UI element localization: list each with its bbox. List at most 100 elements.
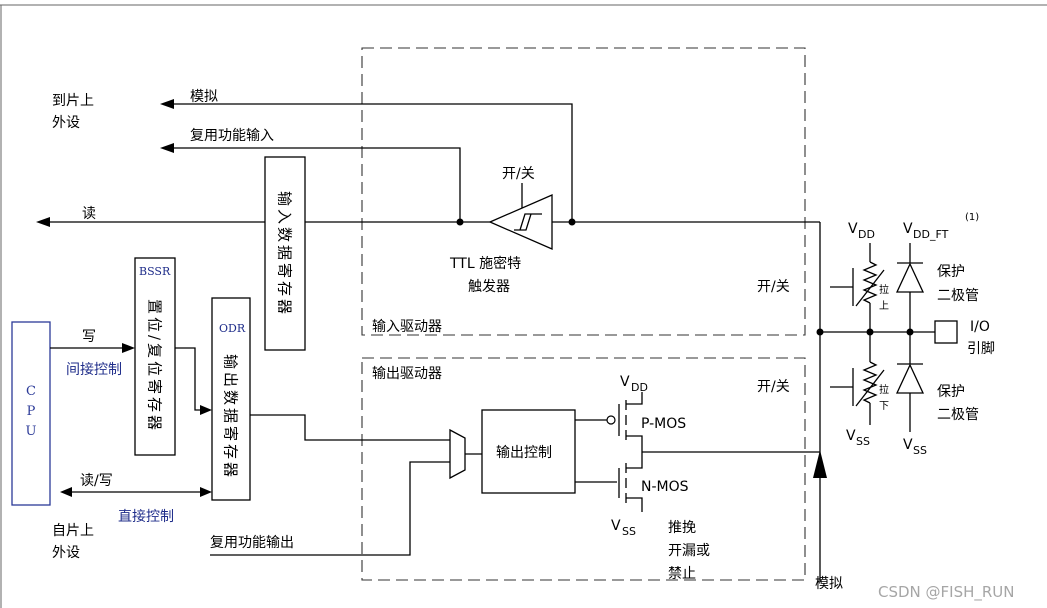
direct-control-label: 直接控制 <box>118 508 174 525</box>
to-peripheral-label-line1: 到片上 <box>52 93 94 109</box>
indirect-control-label: 间接控制 <box>66 361 122 378</box>
bssr-to-odr-path <box>175 347 202 411</box>
schmitt-trigger-label-line2: 触发器 <box>468 279 510 295</box>
cpu-label-box: CPU <box>12 322 50 505</box>
pullup-switch-label: 开/关 <box>757 279 790 295</box>
pmos-vdd-subscript: DD <box>631 381 648 394</box>
nmos-vss-subscript: SS <box>622 525 636 538</box>
odr-to-mux-path <box>250 414 450 441</box>
nmos-vss-symbol: V <box>611 518 621 534</box>
nmos-drain-line <box>626 452 643 469</box>
pulldown-switch-diagonal <box>855 369 885 407</box>
to-peripheral-label-line2: 外设 <box>52 115 80 131</box>
hysteresis-icon <box>514 213 542 231</box>
schmitt-trigger-label-line1: TTL 施密特 <box>449 255 521 272</box>
odr-register-label: 输出数据寄存器 <box>221 354 240 481</box>
bottom-diode-triangle <box>895 363 925 394</box>
top-diode-triangle <box>895 262 925 293</box>
pin-vdd-subscript: DD <box>858 228 875 241</box>
output-control-block <box>481 409 576 494</box>
junction-dot-analog <box>568 218 576 226</box>
pulldown-vss-symbol: V <box>846 428 856 444</box>
output-mux <box>449 428 466 480</box>
alt-function-input-arrowhead <box>160 143 174 153</box>
read-label: 读 <box>82 205 96 222</box>
bssr-to-odr-arrowhead <box>200 405 212 415</box>
odr-title: ODR <box>219 322 246 335</box>
pulldown-vss-subscript: SS <box>856 435 870 448</box>
diode-vss-symbol: V <box>903 437 913 453</box>
pullup-resistor <box>862 261 878 304</box>
output-driver-label: 输出驱动器 <box>372 366 442 382</box>
bottom-diode-label-line2: 二极管 <box>937 407 979 423</box>
io-pin-pad <box>934 320 958 344</box>
read-arrowhead <box>36 217 50 227</box>
input-driver-boundary <box>361 47 806 336</box>
pmos-label: P-MOS <box>641 416 686 432</box>
analog-output-label: 模拟 <box>815 576 843 592</box>
read-write-label: 读/写 <box>80 472 113 489</box>
pin-node-dot <box>816 328 824 336</box>
odr-register-label-box: 输出数据寄存器 <box>212 340 250 495</box>
vdd-ft-subscript: DD_FT <box>913 228 949 241</box>
top-diode-label-line1: 保护 <box>937 264 965 280</box>
alt-function-input-path <box>172 147 461 222</box>
analog-input-path <box>172 103 573 222</box>
output-control-label: 输出控制 <box>496 445 552 461</box>
input-data-register-label-box: 输入数据寄存器 <box>265 165 305 343</box>
pulldown-switch-label: 开/关 <box>757 379 790 395</box>
output-mode-line1: 推挽 <box>668 520 696 536</box>
input-data-register-label: 输入数据寄存器 <box>275 190 294 317</box>
analog-input-arrowhead <box>160 99 174 109</box>
output-driver-boundary <box>361 357 806 581</box>
alt-function-output-path <box>210 461 450 556</box>
pmos-drain-line <box>626 435 643 452</box>
odr-register-block <box>211 297 251 501</box>
analog-bottom-arrowhead <box>813 450 827 478</box>
bssr-register-block <box>134 257 176 456</box>
bssr-title: BSSR <box>139 265 171 278</box>
io-pin-label-line2: 引脚 <box>967 341 995 357</box>
pullup-switch-diagonal <box>855 269 885 307</box>
pin-vdd-symbol: V <box>848 221 858 237</box>
read-write-right-arrowhead <box>200 487 212 497</box>
pulldown-resistor <box>862 361 878 404</box>
schmitt-trigger <box>488 194 553 250</box>
write-label: 写 <box>82 329 96 345</box>
output-mode-line2: 开漏或 <box>668 543 710 559</box>
watermark: CSDN @FISH_RUN <box>878 583 1015 602</box>
pmos-inversion-bubble <box>606 415 616 425</box>
top-diode-label-line2: 二极管 <box>937 288 979 304</box>
pulldown-label-char1: 拉 <box>879 383 889 396</box>
cpu-block <box>11 321 51 506</box>
pullup-label-char2: 上 <box>879 300 889 312</box>
pmos-vdd-symbol: V <box>620 374 630 390</box>
from-peripheral-label-line2: 外设 <box>52 545 80 561</box>
nmos-label: N-MOS <box>641 479 689 495</box>
alt-function-input-label: 复用功能输入 <box>190 127 274 144</box>
diode-vss-subscript: SS <box>913 444 927 457</box>
from-peripheral-label-line1: 自片上 <box>52 523 94 539</box>
read-write-left-arrowhead <box>60 487 72 497</box>
output-mode-line3: 禁止 <box>668 566 696 582</box>
io-pin-label-line1: I/O <box>970 319 990 335</box>
pullup-label-char1: 拉 <box>879 283 889 296</box>
bssr-register-label-box: 置位/复位寄存器 <box>135 282 175 450</box>
cpu-label: CPU <box>23 383 39 444</box>
bssr-register-label: 置位/复位寄存器 <box>145 298 164 434</box>
analog-input-label: 模拟 <box>190 89 218 105</box>
alt-function-output-label: 复用功能输出 <box>210 534 294 551</box>
write-arrowhead <box>122 343 135 353</box>
input-data-register-block <box>264 156 306 351</box>
vdd-ft-footnote: (1) <box>965 212 979 223</box>
junction-dot-alt-input <box>456 218 464 226</box>
input-driver-label: 输入驱动器 <box>372 319 442 335</box>
trigger-switch-label: 开/关 <box>502 166 535 182</box>
nmos-source-line <box>626 497 643 512</box>
vdd-ft-symbol: V <box>903 221 913 237</box>
pulldown-label-char2: 下 <box>879 401 889 412</box>
pmos-source-line <box>626 392 643 405</box>
bottom-diode-label-line1: 保护 <box>937 384 965 400</box>
